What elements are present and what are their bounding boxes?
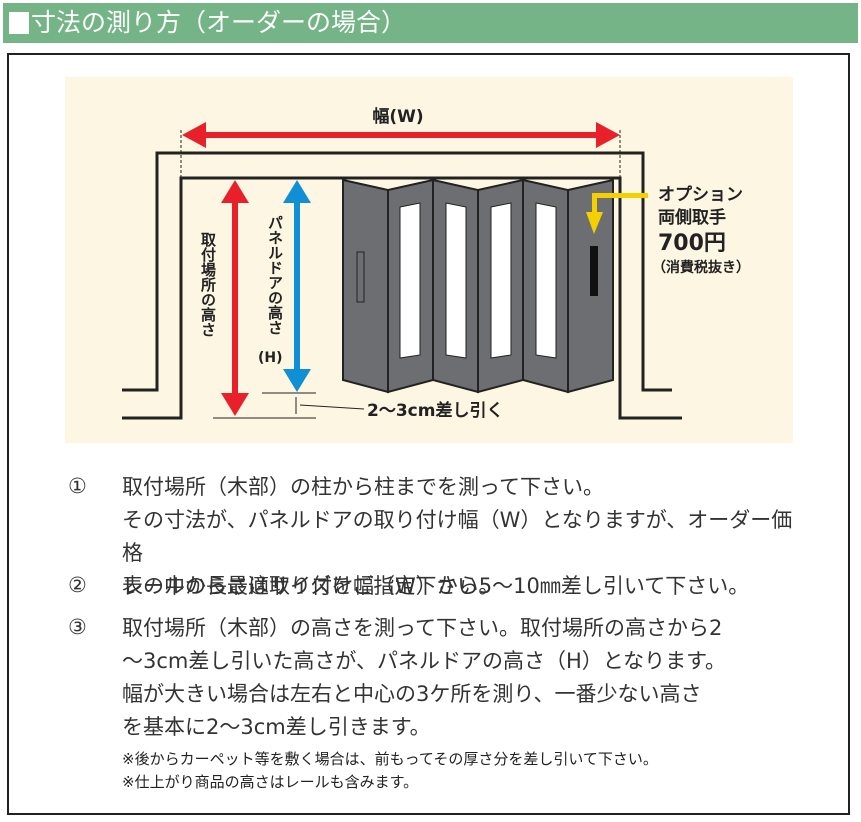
door-panels bbox=[342, 178, 614, 394]
step-text: レールの長さは取り付け幅（W）から5〜10㎜差し引いて下さい。 bbox=[122, 570, 802, 603]
step-text: 取付場所（木部）の高さを測って下さい。取付場所の高さから2 〜3cm差し引いた高… bbox=[122, 612, 802, 744]
width-label: 幅(W) bbox=[372, 106, 423, 127]
step-line: を基本に2〜3cm差し引きます。 bbox=[122, 715, 431, 739]
section-title: 寸法の測り方（オーダーの場合） bbox=[31, 8, 407, 37]
option-handles-label: 両側取手 bbox=[658, 207, 726, 228]
clearance-label: 2〜3cm差し引く bbox=[367, 400, 503, 421]
step-line: 幅が大きい場合は左右と中心の3ケ所を測り、一番少ない高さ bbox=[122, 682, 702, 706]
step-line: 表の中から最適サイズをご指定下さい。 bbox=[122, 574, 500, 598]
panel-height-label: パネルドアの高さ bbox=[266, 215, 284, 335]
step-line: 取付場所（木部）の高さを測って下さい。取付場所の高さから2 bbox=[122, 616, 723, 640]
step-line: 〜3cm差し引いた高さが、パネルドアの高さ（H）となります。 bbox=[122, 649, 727, 673]
panel-height-h-label: (H) bbox=[258, 350, 283, 366]
step-number: ① bbox=[68, 474, 87, 498]
panel-height-arrow bbox=[283, 180, 311, 392]
width-guides bbox=[180, 130, 621, 178]
step-number: ② bbox=[68, 573, 87, 597]
step-text: 取付場所（木部）の柱から柱までを測って下さい。 その寸法が、パネルドアの取り付け… bbox=[122, 471, 802, 603]
step-line: その寸法が、パネルドアの取り付け幅（W）となりますが、オーダー価格 bbox=[122, 508, 793, 565]
install-height-arrow bbox=[221, 180, 249, 416]
option-tax-note: （消費税抜き） bbox=[652, 259, 750, 276]
option-label: オプション bbox=[658, 184, 743, 205]
clearance-marker bbox=[213, 392, 365, 419]
install-height-label: 取付場所の高さ bbox=[199, 232, 217, 337]
step-line: レールの長さは取り付け幅（W）から5〜10㎜差し引いて下さい。 bbox=[122, 574, 750, 598]
option-price: 700円 bbox=[658, 231, 726, 256]
width-arrow bbox=[182, 122, 620, 148]
note: ※後からカーペット等を敷く場合は、前もってその厚さ分を差し引いて下さい。 bbox=[122, 750, 658, 768]
step-number: ③ bbox=[68, 615, 87, 639]
door-frame bbox=[122, 151, 682, 420]
section-header: 寸法の測り方（オーダーの場合） bbox=[3, 3, 858, 43]
square-bullet-icon bbox=[9, 12, 29, 34]
option-arrow bbox=[586, 193, 648, 234]
step-line: 取付場所（木部）の柱から柱までを測って下さい。 bbox=[122, 475, 604, 499]
option-handle bbox=[590, 246, 598, 296]
content-frame bbox=[7, 53, 850, 815]
door-windows bbox=[399, 202, 557, 359]
note: ※仕上がり商品の高さはレールも含みます。 bbox=[122, 773, 419, 791]
door-handle bbox=[356, 251, 365, 303]
